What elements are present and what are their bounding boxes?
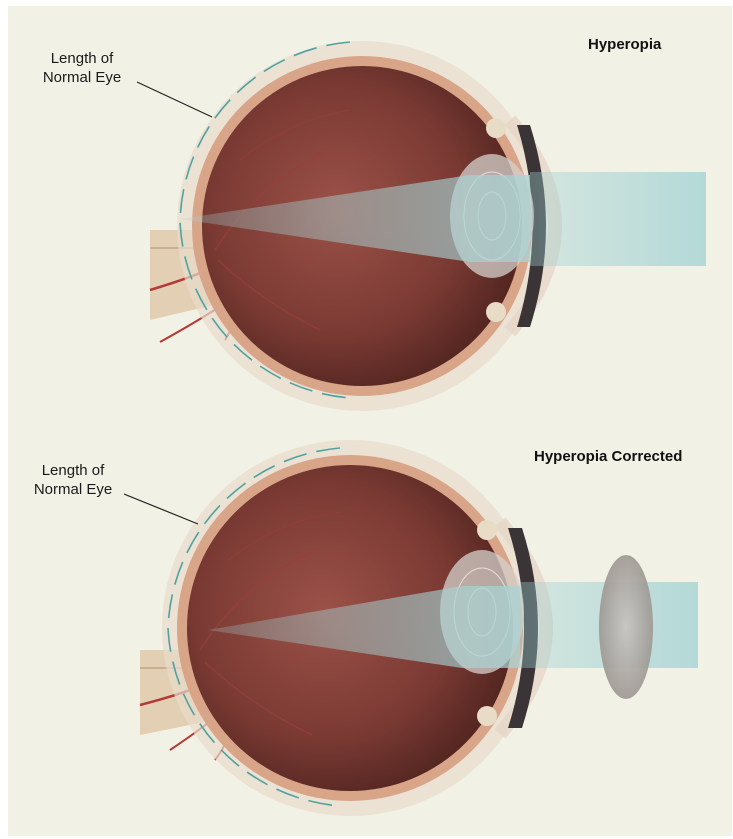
normal-eye-label-line1: Length of (18, 461, 128, 480)
ciliary-top (486, 118, 506, 138)
light-beam (530, 172, 706, 266)
normal-eye-label-line1: Length of (27, 49, 137, 68)
normal-eye-label: Length of Normal Eye (27, 49, 137, 87)
corrective-lens (599, 555, 653, 699)
normal-eye-label-line2: Normal Eye (27, 68, 137, 87)
title-hyperopia: Hyperopia (588, 36, 661, 53)
normal-eye-label-line2: Normal Eye (18, 480, 128, 499)
ciliary-bottom (486, 302, 506, 322)
normal-eye-label: Length of Normal Eye (18, 461, 128, 499)
title-hyperopia-corrected: Hyperopia Corrected (534, 448, 682, 465)
